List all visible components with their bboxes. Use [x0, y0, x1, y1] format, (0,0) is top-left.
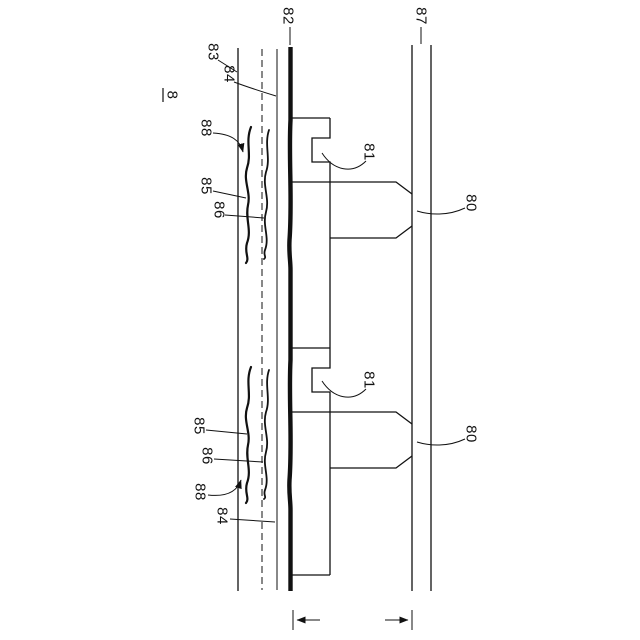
contact-wedge-lower-a: [330, 411, 413, 425]
layer-85-upper: [244, 125, 253, 265]
bank-notched-face-lower: [311, 348, 331, 575]
leader-80-bottom: [416, 438, 466, 446]
leader-83: [217, 59, 238, 73]
bank-structures: [292, 117, 413, 576]
layer-85-lower: [244, 365, 253, 505]
bank-notched-face-upper: [311, 118, 331, 348]
labels: 82 87 83 84 8 88 85 86 81 80 81 80 85 86…: [162, 7, 480, 525]
leader-lines: [205, 27, 466, 523]
contact-wedge-lower-b: [330, 455, 413, 469]
label-87: 87: [413, 7, 430, 25]
leader-86-top: [224, 214, 265, 219]
figure-number-text: 8: [164, 91, 181, 100]
leader-84-bottom: [229, 518, 276, 523]
leader-85-bottom: [205, 429, 248, 435]
leader-86-bottom: [213, 458, 264, 463]
label-80-bottom: 80: [463, 425, 480, 443]
label-88-top: 88: [198, 119, 215, 137]
leader-88-top-arrow: [212, 132, 245, 153]
label-80-top: 80: [463, 194, 480, 212]
electrode-82-line: [287, 47, 293, 591]
leader-81-top: [321, 152, 367, 170]
substrate-87: [411, 45, 432, 591]
label-81-bottom: 81: [361, 371, 378, 389]
leader-85-top: [212, 190, 247, 199]
layer-86-lower: [263, 369, 270, 500]
dimension-marker: [292, 610, 413, 630]
layer-lines: [237, 47, 293, 591]
label-82: 82: [280, 7, 297, 25]
contact-wedge-upper-a: [330, 181, 413, 195]
leader-81-bottom: [321, 380, 367, 398]
label-81-top: 81: [361, 143, 378, 161]
label-85-bottom: 85: [191, 417, 208, 435]
label-86-top: 86: [211, 201, 228, 219]
leader-80-top: [416, 207, 466, 215]
label-84-top: 84: [221, 65, 238, 83]
layer-86-upper: [263, 129, 270, 260]
figure-number: 8: [162, 88, 181, 102]
label-84-bottom: 84: [214, 507, 231, 525]
label-86-bottom: 86: [199, 447, 216, 465]
label-88-bottom: 88: [192, 483, 209, 501]
label-85-top: 85: [198, 177, 215, 195]
organic-layers: [244, 125, 270, 505]
leader-88-bottom-arrow: [207, 479, 242, 496]
leader-84-top: [233, 81, 277, 97]
contact-wedge-upper-b: [330, 225, 413, 239]
label-83: 83: [205, 43, 222, 61]
